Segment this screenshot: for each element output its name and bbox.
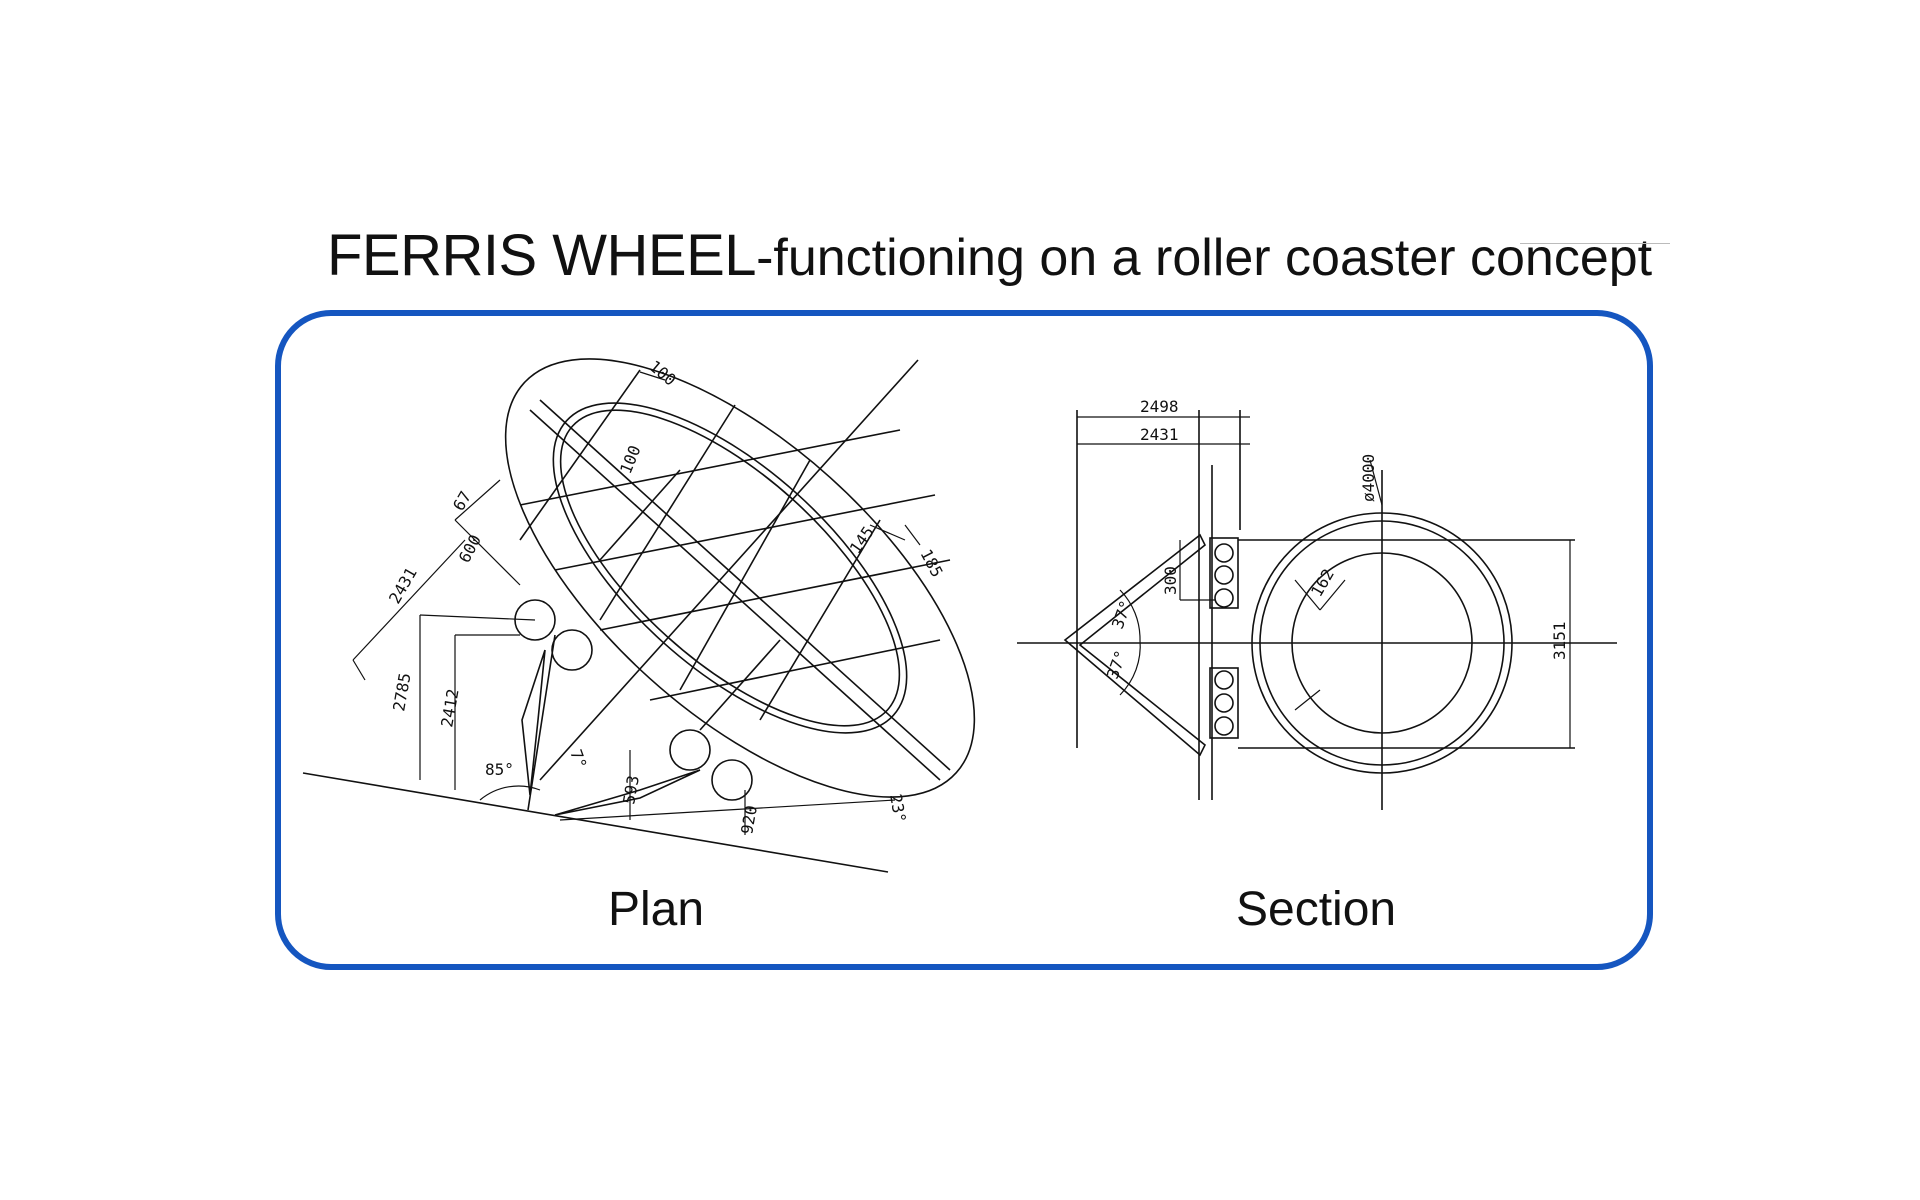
plan-leg-2 [554, 769, 701, 816]
section-dim-2431: 2431 [1140, 425, 1179, 444]
section-dimension-labels: 2498 2431 ø4000 300 37° 37° 162 3151 [1103, 397, 1569, 681]
section-dimension-lines [1077, 416, 1571, 748]
plan-dim-145: 145 [846, 523, 878, 558]
section-wheel-outer-2 [1259, 520, 1505, 766]
plan-dimension-labels: 100 100 67 600 2431 2785 2412 85° 7° 593… [385, 357, 947, 836]
plan-dim-185: 185 [916, 546, 946, 580]
plan-dim-2431: 2431 [385, 564, 421, 607]
section-dim-3151: 3151 [1550, 621, 1569, 660]
plan-wheel-grid [519, 369, 951, 781]
title-underline [1520, 243, 1670, 244]
drawing-frame [275, 310, 1653, 970]
plan-dim-593: 593 [619, 774, 643, 806]
section-wheel-outer [1251, 512, 1513, 774]
plan-bogie-wheel-2 [551, 629, 593, 671]
plan-caption: Plan [608, 883, 705, 936]
plan-ground-line [302, 772, 889, 873]
plan-dim-100-top: 100 [645, 357, 679, 390]
plan-view [302, 358, 976, 873]
plan-dim-67: 67 [449, 488, 475, 514]
plan-dim-920: 920 [737, 804, 761, 836]
section-dim-300: 300 [1161, 566, 1180, 595]
plan-bogie-wheel-3 [669, 729, 711, 771]
plan-dim-2785: 2785 [389, 671, 414, 712]
plan-dim-23: 23° [886, 792, 910, 824]
section-a-frame [1063, 533, 1207, 757]
diagram-title: FERRIS WHEEL-functioning on a roller coa… [327, 222, 1667, 289]
section-wheel-inner [1291, 552, 1473, 734]
plan-dim-100-inner: 100 [616, 443, 644, 477]
plan-dim-7: 7° [566, 747, 590, 772]
plan-dim-85: 85° [485, 760, 514, 779]
title-subtitle: -functioning on a roller coaster concept [756, 229, 1653, 287]
section-cart-top [1209, 537, 1239, 609]
plan-dim-600: 600 [455, 531, 485, 565]
title-main: FERRIS WHEEL [327, 223, 757, 288]
plan-bogie-wheel-4 [711, 759, 753, 801]
plan-dim-2412: 2412 [437, 687, 462, 728]
section-dim-4000: ø4000 [1359, 454, 1378, 502]
section-cart-bottom [1209, 667, 1239, 739]
plan-wheel-outer [504, 358, 976, 798]
plan-dimension-lines [352, 371, 921, 835]
plan-axis-line [539, 359, 919, 781]
section-caption: Section [1236, 883, 1397, 936]
section-view [1017, 410, 1617, 810]
plan-bogie-wheel-1 [514, 599, 556, 641]
section-dim-2498: 2498 [1140, 397, 1179, 416]
section-dim-37-lower: 37° [1103, 648, 1131, 682]
